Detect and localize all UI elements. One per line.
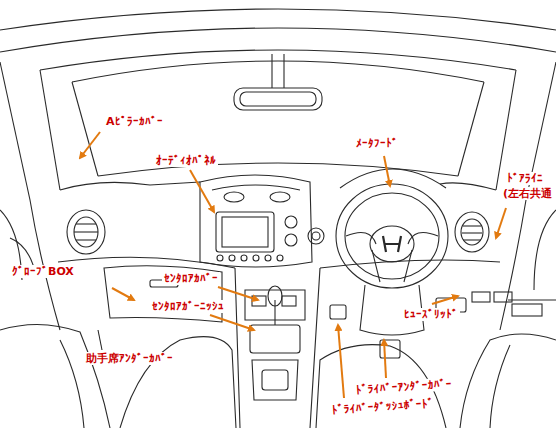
- car-interior: [0, 9, 556, 428]
- part-label: ﾄﾞﾗｲﾊﾞｰｱﾝﾀﾞｰｶﾊﾞｰ: [354, 377, 455, 397]
- part-label: 助手席ｱﾝﾀﾞｰｶﾊﾞｰ: [84, 352, 175, 365]
- part-label: ｾﾝﾀﾛｱｶﾞｰﾆｯｼｭ: [150, 300, 226, 313]
- part-label: (左右共通: [501, 187, 554, 200]
- part-label: ｸﾞﾛｰﾌﾞBOX: [10, 265, 76, 278]
- part-label: ﾄﾞﾗｲﾊﾞｰﾀﾞｯｼｭﾎﾞｰﾄﾞ: [330, 397, 437, 418]
- part-label: Aﾋﾟﾗｰｶﾊﾞｰ: [104, 115, 165, 128]
- part-label: ﾋｭｰｽﾞﾘｯﾄﾞ: [402, 308, 460, 321]
- part-label: ﾒｰﾀﾌｰﾄﾞ: [354, 137, 400, 150]
- part-label: ｵｰﾃﾞｨｵﾊﾟﾈﾙ: [154, 154, 218, 167]
- leader-arrows: [80, 132, 506, 398]
- part-label: ｾﾝﾀﾛｱｶﾊﾞｰ: [162, 272, 220, 285]
- part-label: ﾄﾞｱﾗｲﾆ: [505, 172, 545, 185]
